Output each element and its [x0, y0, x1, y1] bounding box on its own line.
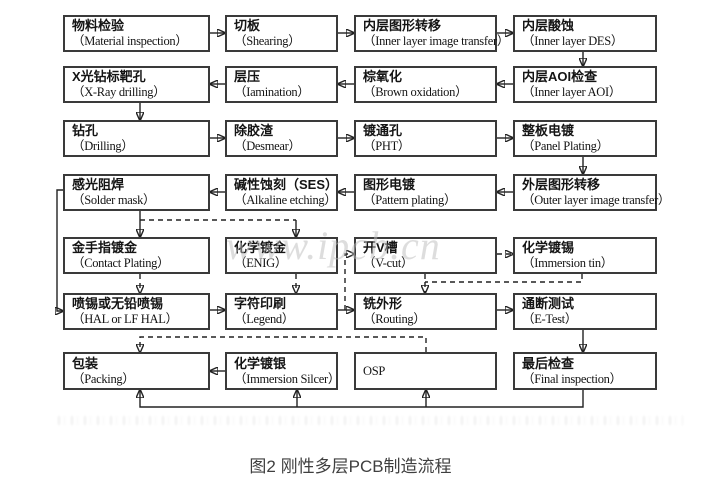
node-hal: 喷锡或无铅喷锡 （HAL or LF HAL） [63, 293, 210, 330]
node-label-en: （Packing） [72, 371, 135, 386]
node-outer-layer-image-transfer: 外层图形转移 （Outer layer image transfer） [513, 174, 671, 211]
node-label-zh: 开V槽 [363, 240, 398, 255]
node-label-zh: 外层图形转移 [522, 177, 601, 192]
node-label-zh: 金手指镀金 [72, 240, 138, 255]
node-v-cut: 开V槽 （V-cut） [354, 237, 497, 274]
node-e-test: 通断测试 （E-Test） [513, 293, 657, 330]
node-label-zh: 内层AOI检查 [522, 69, 598, 84]
node-label-en: （Material inspection） [72, 34, 188, 48]
node-label-en: （ENIG） [234, 256, 288, 270]
node-pattern-plating: 图形电镀 （Pattern plating） [354, 174, 497, 211]
node-x-ray-drilling: X光钻标靶孔 （X-Ray drilling） [63, 66, 210, 103]
node-label-en: （Legend） [234, 312, 295, 326]
node-label-en: （Pattern plating） [363, 193, 457, 207]
node-label-en: （Immersion tin） [522, 256, 613, 270]
node-label-en: （Outer layer image transfer） [522, 193, 671, 207]
node-label-en: （HAL or LF HAL） [72, 312, 178, 326]
node-label-zh: 最后检查 [522, 355, 575, 371]
node-label-en: （Inner layer image transfer） [363, 34, 510, 48]
node-label-zh: 碱性蚀刻（SES） [234, 177, 339, 192]
node-immersion-silver: 化学镀银 （Immersion Silcer） [225, 352, 341, 390]
node-label-zh: 化学镀银 [234, 355, 287, 371]
node-label-en: （Drilling） [72, 139, 134, 153]
node-label-en: （Immersion Silcer） [234, 371, 341, 386]
node-label-en: （Alkaline etching） [234, 193, 337, 207]
node-label-en: （Final inspection） [522, 371, 622, 386]
edge-osp-to-packing [140, 336, 427, 352]
node-label-zh: 切板 [234, 18, 261, 33]
node-contact-plating: 金手指镀金 （Contact Plating） [63, 237, 210, 274]
node-label-zh: 内层酸蚀 [522, 18, 575, 33]
node-label-en: （X-Ray drilling） [72, 85, 166, 99]
node-inner-layer-des: 内层酸蚀 （Inner layer DES） [513, 15, 657, 52]
node-label-zh: 铣外形 [363, 296, 403, 311]
node-alkaline-etching: 碱性蚀刻（SES） （Alkaline etching） [225, 174, 338, 211]
node-label-en: （Routing） [363, 312, 426, 326]
node-label-zh: 字符印刷 [234, 296, 287, 311]
node-label-en: （V-cut） [363, 256, 414, 270]
node-label-en: （Inner layer DES） [522, 34, 624, 48]
node-label-en: （E-Test） [522, 312, 578, 326]
node-label-zh: 化学镀锡 [522, 240, 575, 255]
node-label-en: （PHT） [363, 139, 411, 153]
node-legend: 字符印刷 （Legend） [225, 293, 338, 330]
node-pht: 镀通孔 （PHT） [354, 120, 497, 157]
node-label-zh: 棕氧化 [363, 69, 403, 84]
node-inner-layer-image-transfer: 内层图形转移 （Inner layer image transfer） [354, 15, 510, 52]
node-label-en: （Brown oxidation） [363, 85, 468, 99]
node-shearing: 切板 （Shearing） [225, 15, 338, 52]
node-label-zh: 内层图形转移 [363, 18, 442, 33]
node-label-zh: 物料检验 [72, 18, 125, 33]
node-label-zh: 化学镀金 [234, 240, 287, 255]
node-solder-mask: 感光阻焊 （Solder mask） [63, 174, 210, 211]
edge-immersion-tin-down-left [425, 274, 583, 283]
node-label-en: OSP [363, 363, 386, 378]
node-final-inspection: 最后检查 （Final inspection） [513, 352, 657, 390]
faint-artifact-row [58, 416, 683, 425]
node-routing: 铣外形 （Routing） [354, 293, 497, 330]
node-label-en: （Contact Plating） [72, 256, 170, 270]
node-desmear: 除胶渣 （Desmear） [225, 120, 338, 157]
node-label-zh: 层压 [234, 69, 261, 84]
node-osp: OSP [354, 352, 497, 390]
node-brown-oxidation: 棕氧化 （Brown oxidation） [354, 66, 497, 103]
node-material-inspection: 物料检验 （Material inspection） [63, 15, 210, 52]
node-label-zh: 喷锡或无铅喷锡 [72, 296, 164, 311]
node-label-zh: 整板电镀 [522, 123, 575, 138]
node-label-zh: 感光阻焊 [72, 177, 125, 192]
edge-legend-branch-to-v-cut [344, 254, 354, 310]
node-label-zh: 图形电镀 [363, 177, 416, 192]
node-label-zh: 镀通孔 [363, 123, 403, 138]
node-label-en: （Iamination） [234, 85, 310, 99]
node-lamination: 层压 （Iamination） [225, 66, 338, 103]
node-label-en: （Panel Plating） [522, 139, 609, 153]
node-label-zh: 钻孔 [72, 123, 99, 138]
edge-solder-mask-to-hal-left-loop [57, 189, 63, 311]
node-label-en: （Solder mask） [72, 193, 156, 207]
node-drilling: 钻孔 （Drilling） [63, 120, 210, 157]
node-label-zh: 通断测试 [522, 296, 575, 311]
node-packing: 包装 （Packing） [63, 352, 210, 390]
node-enig: 化学镀金 （ENIG） [225, 237, 338, 274]
edge-final-inspection-bottom-loop [140, 390, 584, 408]
node-immersion-tin: 化学镀锡 （Immersion tin） [513, 237, 657, 274]
node-label-en: （Desmear） [234, 139, 301, 153]
node-label-zh: X光钻标靶孔 [72, 69, 146, 84]
node-label-en: （Shearing） [234, 34, 301, 48]
node-label-zh: 包装 [72, 355, 99, 371]
node-label-zh: 除胶渣 [234, 123, 274, 138]
node-panel-plating: 整板电镀 （Panel Plating） [513, 120, 657, 157]
node-inner-layer-aoi: 内层AOI检查 （Inner layer AOI） [513, 66, 657, 103]
node-label-en: （Inner layer AOI） [522, 85, 622, 99]
figure-caption: 图2 刚性多层PCB制造流程 [249, 457, 452, 476]
